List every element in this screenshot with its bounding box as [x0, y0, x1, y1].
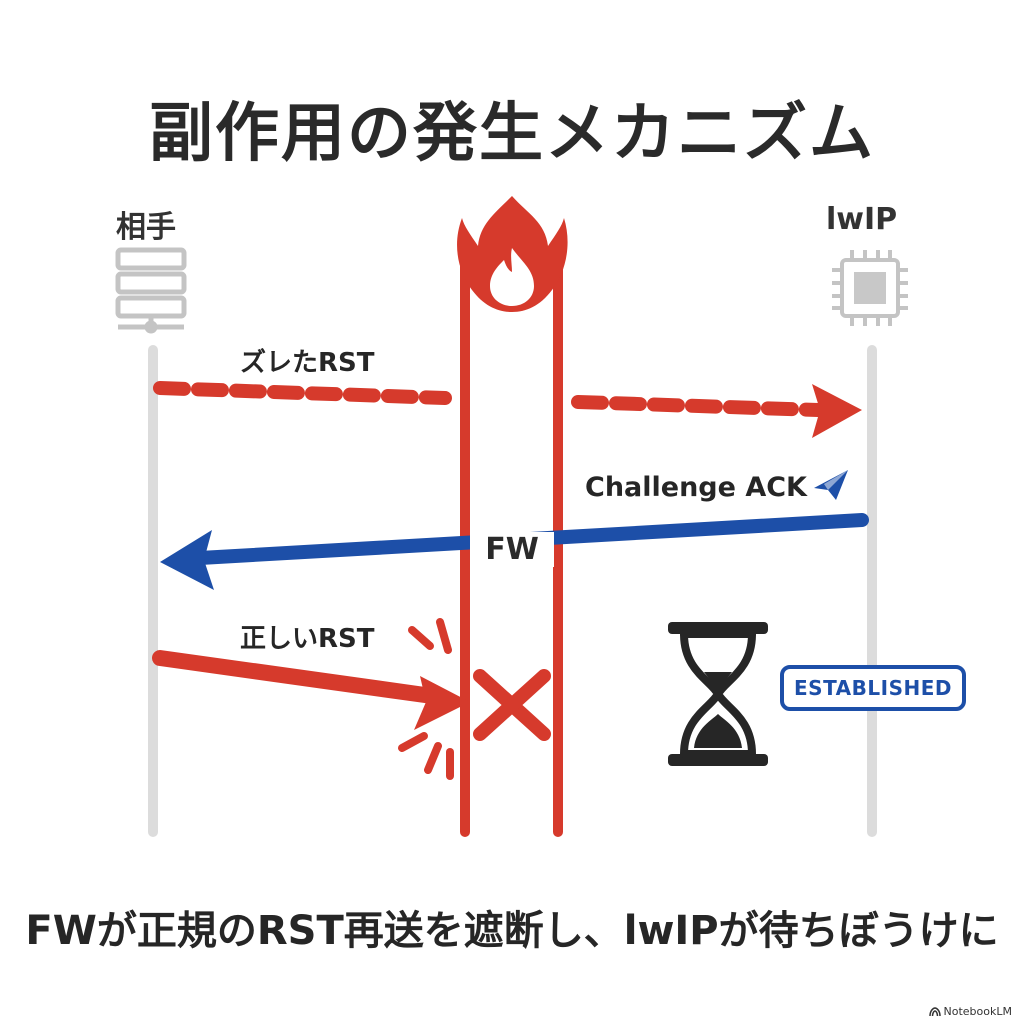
misaligned-rst-label: ズレたRST	[240, 348, 375, 378]
impact-burst-icon	[398, 618, 454, 780]
blocked-x-icon	[473, 669, 551, 741]
hourglass-icon	[668, 622, 768, 766]
peer-label: 相手	[116, 210, 176, 245]
watermark-text: NotebookLM	[943, 1005, 1012, 1018]
correct-rst-arrow	[152, 650, 470, 730]
challenge-ack-label: Challenge ACK	[585, 472, 807, 503]
chip-icon	[832, 250, 908, 326]
misaligned-rst-arrow	[153, 381, 862, 438]
watermark: NotebookLM	[928, 1005, 1012, 1018]
correct-rst-label: 正しいRST	[240, 624, 375, 654]
paper-plane-icon	[814, 470, 848, 500]
lwip-label: lwIP	[826, 202, 898, 237]
server-icon	[115, 247, 187, 334]
page-title: 副作用の発生メカニズム	[149, 97, 875, 171]
firewall-label: FW	[470, 532, 554, 567]
notebooklm-logo-icon	[928, 1006, 941, 1016]
flame-icon	[457, 196, 568, 312]
caption: FWが正規のRST再送を遮断し、lwIPが待ちぼうけに	[25, 908, 999, 954]
established-badge: ESTABLISHED	[780, 665, 966, 711]
